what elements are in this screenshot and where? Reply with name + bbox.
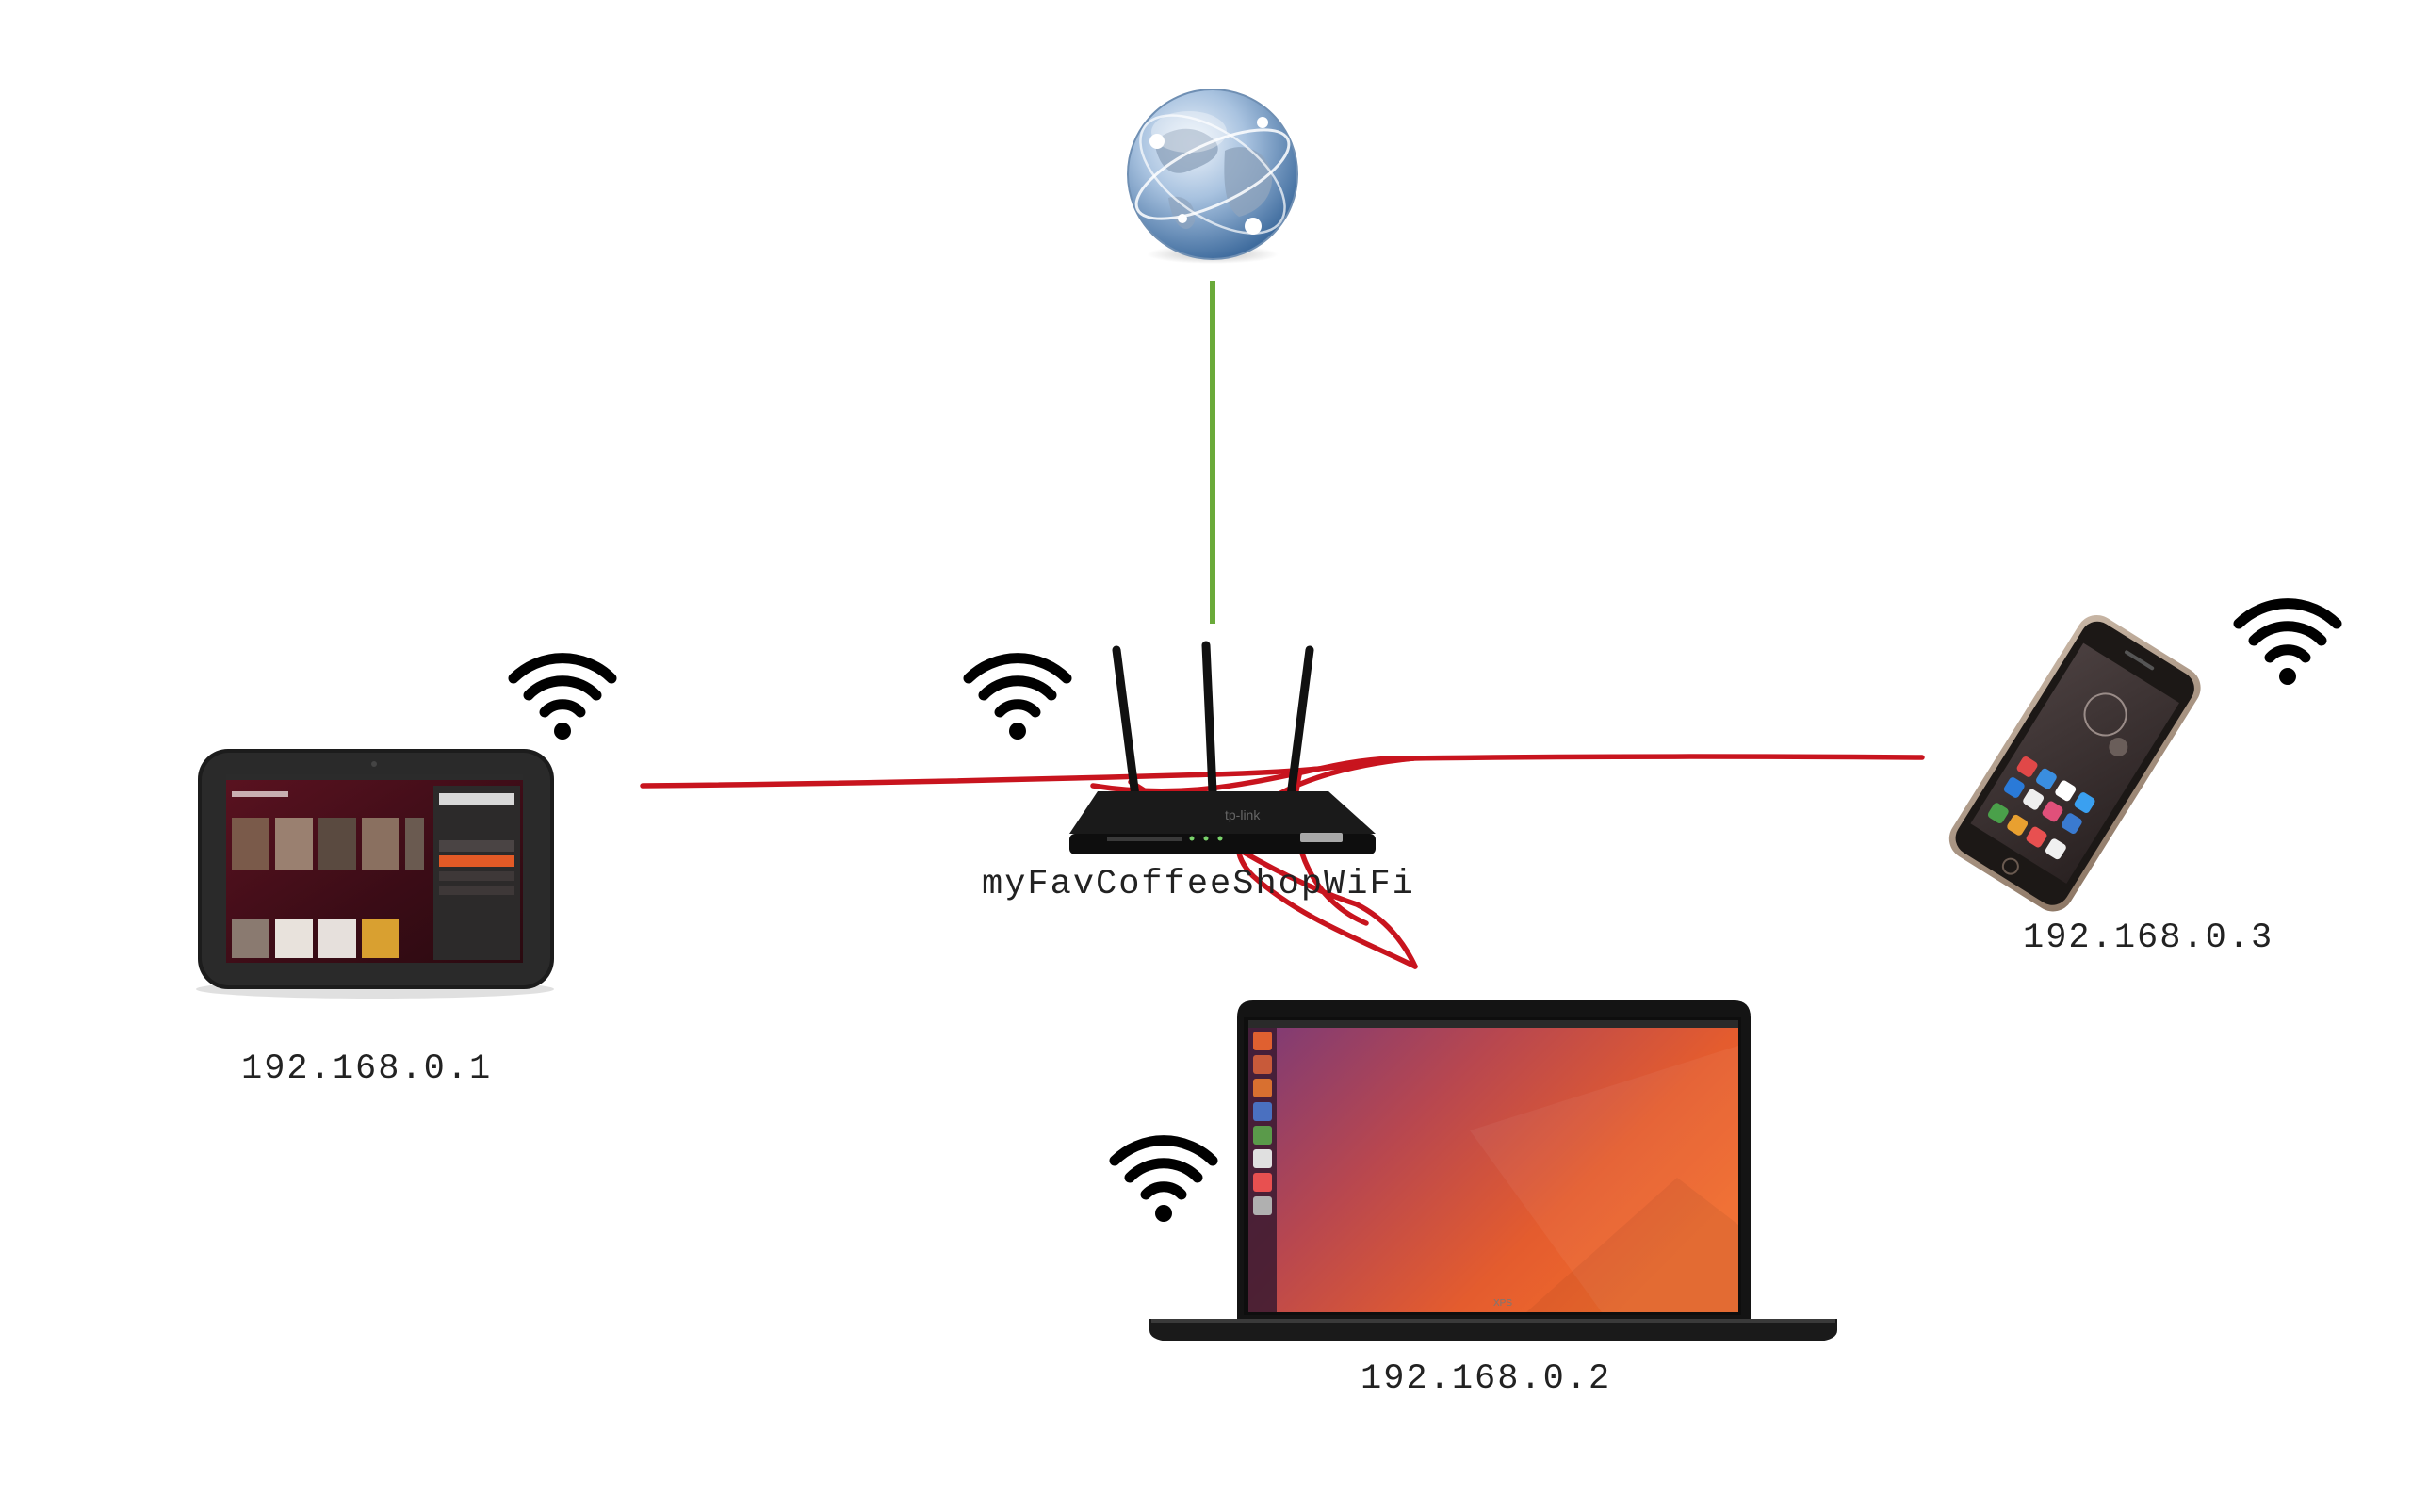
wifi-icon-laptop bbox=[1109, 1135, 1218, 1222]
router-icon: tp-link bbox=[1069, 641, 1376, 854]
wifi-link-phone bbox=[1410, 754, 1925, 761]
svg-text:tp-link: tp-link bbox=[1225, 807, 1261, 822]
tablet-ip-label: 192.168.0.1 bbox=[241, 1049, 493, 1089]
wifi-link-tablet bbox=[640, 756, 1416, 789]
wifi-icon-tablet bbox=[508, 653, 617, 740]
laptop-ip-label: 192.168.0.2 bbox=[1361, 1359, 1612, 1399]
globe-icon bbox=[1127, 89, 1298, 264]
wifi-icon-phone bbox=[2233, 598, 2342, 685]
wifi-link-laptop bbox=[1235, 756, 1418, 969]
laptop-icon: XPS bbox=[1149, 1000, 1837, 1341]
phone-ip-label: 192.168.0.3 bbox=[2023, 919, 2274, 958]
smartphone-icon bbox=[1948, 614, 2201, 912]
svg-text:XPS: XPS bbox=[1493, 1298, 1512, 1309]
tablet-icon bbox=[196, 749, 554, 999]
router-ssid-label: myFavCoffeeShopWiFi bbox=[982, 865, 1415, 904]
wifi-icon-router bbox=[963, 653, 1072, 740]
wifi-connections bbox=[640, 754, 1925, 969]
